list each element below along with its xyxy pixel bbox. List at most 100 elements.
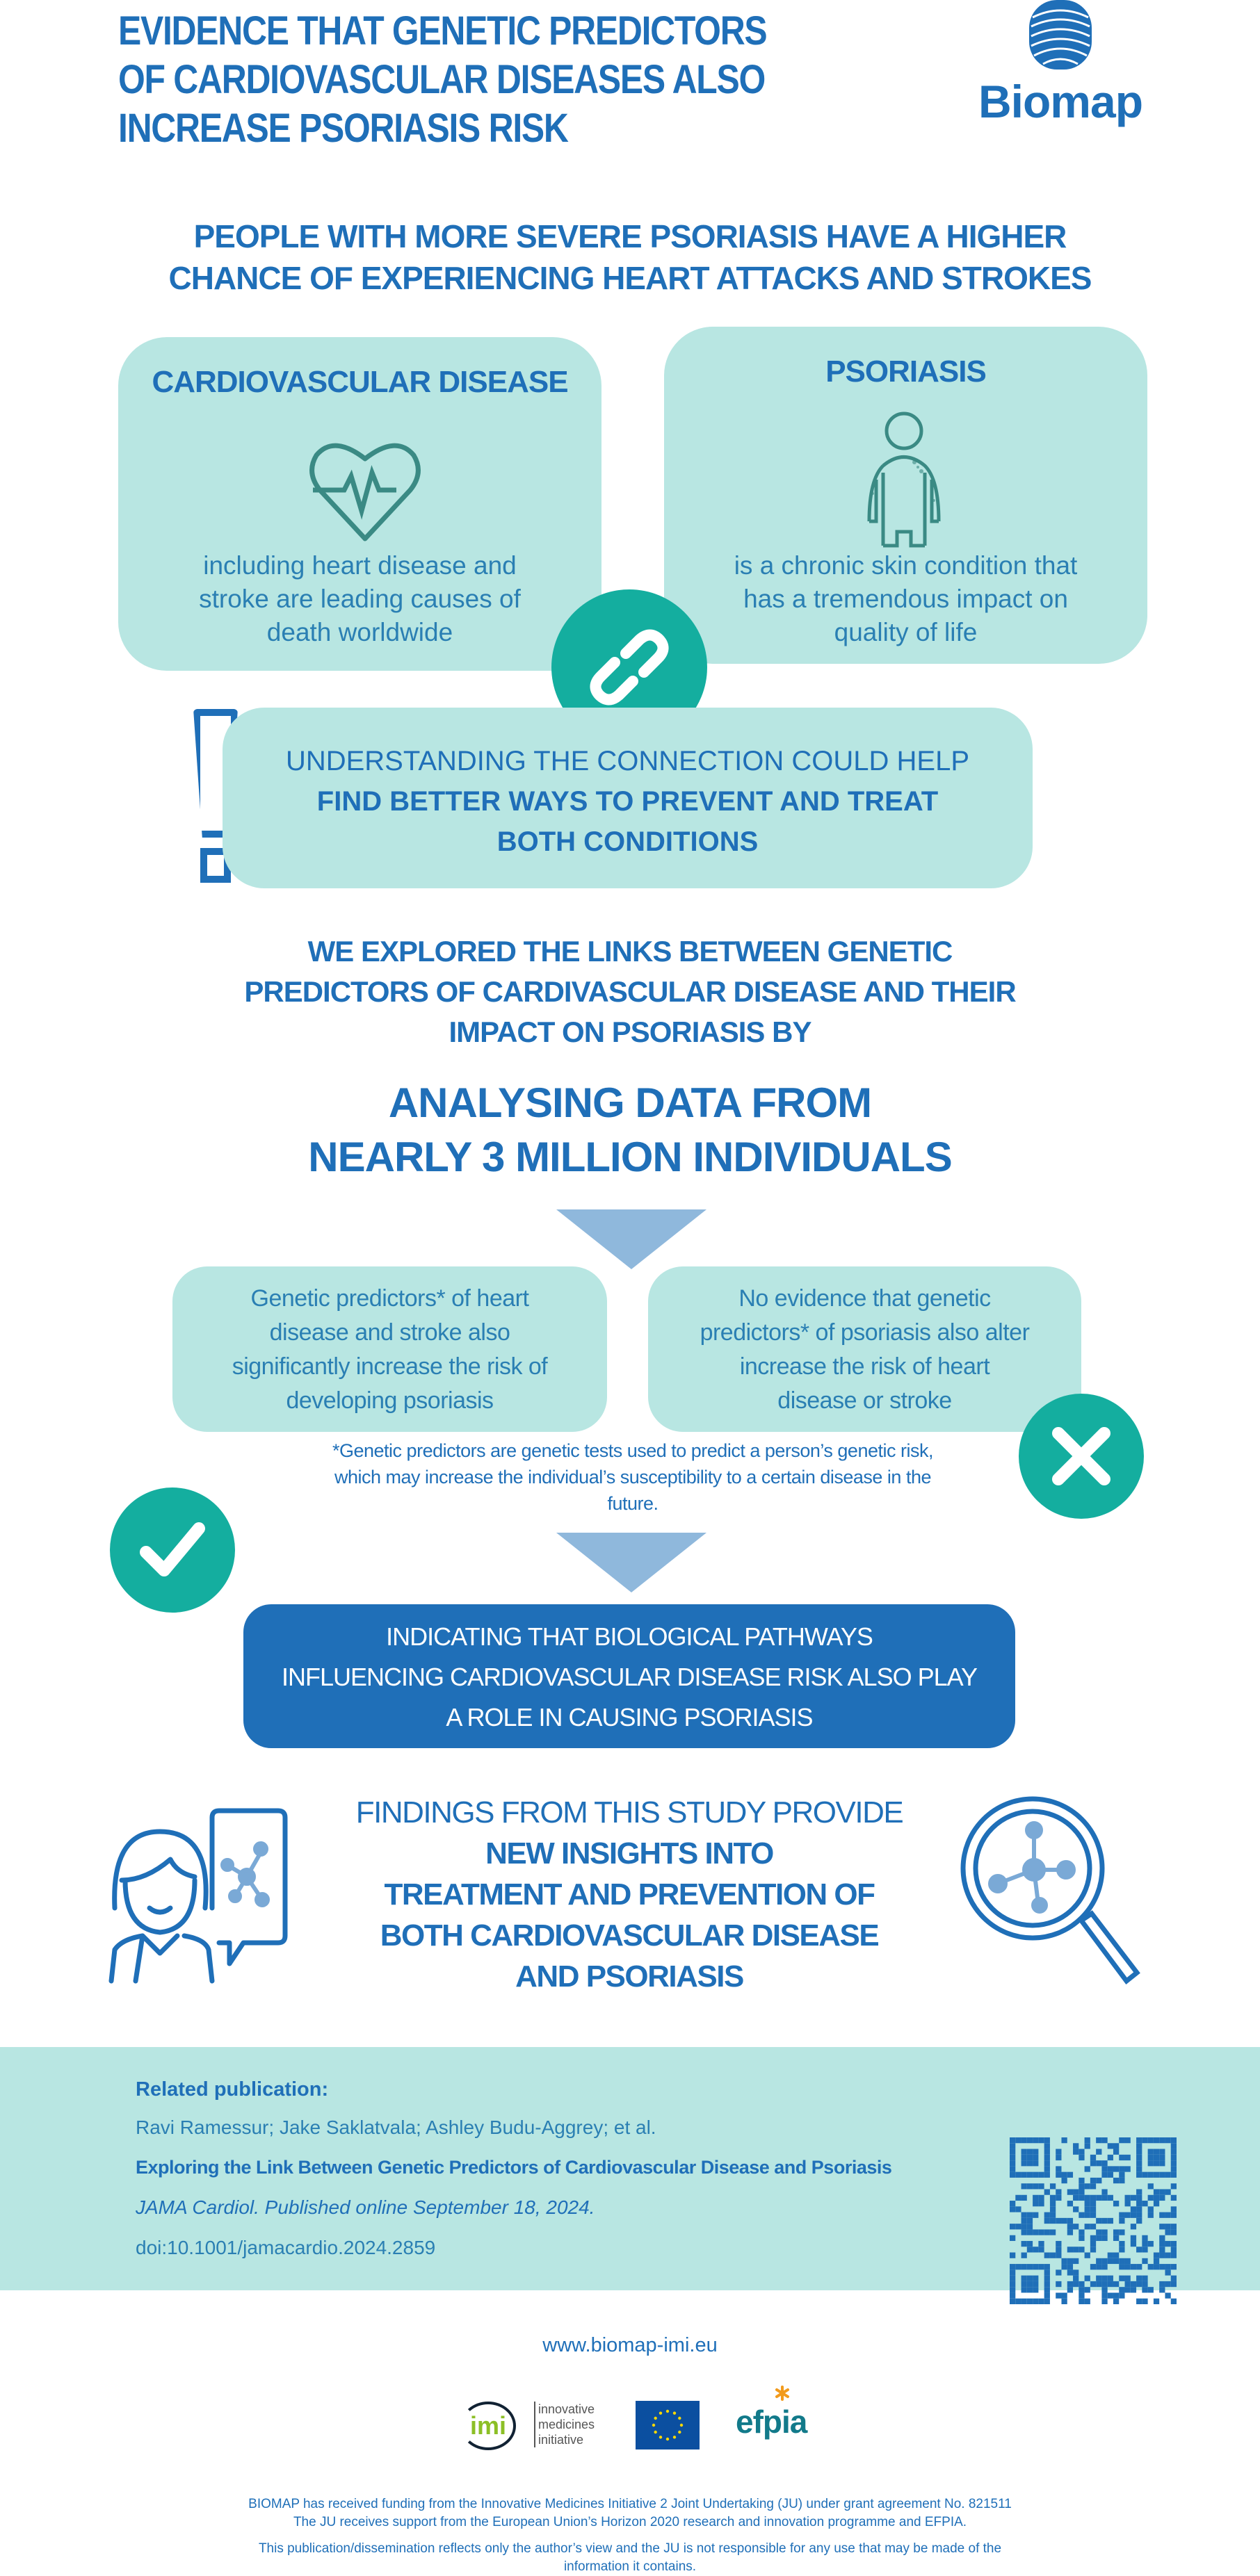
- qr-module: [1056, 2217, 1062, 2224]
- qr-module: [1021, 2275, 1027, 2281]
- qr-module: [1061, 2258, 1067, 2265]
- psoriasis-card: PSORIASIS is a chronic skin condition th…: [664, 327, 1147, 664]
- qr-module: [1124, 2137, 1131, 2144]
- qr-module: [1153, 2154, 1160, 2161]
- qr-module: [1170, 2137, 1177, 2144]
- qr-module: [1147, 2171, 1154, 2178]
- qr-module: [1124, 2154, 1131, 2161]
- qr-module: [1170, 2229, 1177, 2235]
- result-text: disease and stroke also: [269, 1319, 510, 1346]
- qr-module: [1038, 2240, 1044, 2247]
- qr-module: [1170, 2240, 1177, 2247]
- card-text: death worldwide: [266, 618, 453, 646]
- qr-module: [1147, 2160, 1154, 2167]
- researcher-icon: [108, 1808, 288, 1984]
- intro-line: CHANCE OF EXPERIENCING HEART ATTACKS AND…: [168, 260, 1092, 296]
- qr-module: [1090, 2240, 1097, 2247]
- qr-module: [1021, 2154, 1027, 2161]
- qr-module: [1079, 2194, 1085, 2201]
- qr-module: [1124, 2212, 1131, 2218]
- qr-module: [1170, 2154, 1177, 2161]
- eu-flag: [636, 2401, 700, 2449]
- qr-module: [1153, 2149, 1160, 2155]
- qr-module: [1113, 2201, 1120, 2207]
- qr-module: [1033, 2154, 1039, 2161]
- qr-module: [1084, 2224, 1090, 2230]
- qr-module: [1084, 2137, 1090, 2144]
- qr-module: [1159, 2171, 1165, 2178]
- person-skin-icon: [867, 411, 941, 548]
- qr-module: [1038, 2229, 1044, 2235]
- qr-module: [1101, 2229, 1108, 2235]
- qr-module: [1021, 2183, 1027, 2190]
- qr-module: [1142, 2287, 1148, 2293]
- qr-module: [1142, 2298, 1148, 2304]
- qr-module: [1170, 2160, 1177, 2167]
- qr-module: [1159, 2235, 1165, 2241]
- qr-code[interactable]: [1010, 2137, 1177, 2304]
- qr-module: [1090, 2177, 1097, 2184]
- qr-module: [1056, 2252, 1062, 2258]
- qr-module: [1073, 2224, 1079, 2230]
- qr-module: [1033, 2281, 1039, 2288]
- qr-module: [1010, 2252, 1016, 2258]
- qr-module: [1119, 2154, 1125, 2161]
- qr-module: [1038, 2137, 1044, 2144]
- card-title: CARDIOVASCULAR DISEASE: [152, 365, 568, 399]
- qr-module: [1073, 2206, 1079, 2212]
- qr-module: [1136, 2201, 1142, 2207]
- qr-module: [1101, 2137, 1108, 2144]
- qr-module: [1015, 2298, 1021, 2304]
- qr-module: [1170, 2224, 1177, 2230]
- qr-module: [1067, 2258, 1074, 2265]
- qr-module: [1142, 2247, 1148, 2253]
- qr-module: [1033, 2149, 1039, 2155]
- card-text: is a chronic skin condition that: [734, 551, 1078, 580]
- title-line: EVIDENCE THAT GENETIC PREDICTORS: [118, 8, 768, 54]
- qr-module: [1033, 2212, 1039, 2218]
- qr-module: [1142, 2240, 1148, 2247]
- qr-module: [1021, 2160, 1027, 2167]
- eu-star-icon: [665, 2437, 670, 2441]
- qr-module: [1067, 2171, 1074, 2178]
- qr-module: [1130, 2235, 1137, 2241]
- qr-module: [1119, 2247, 1125, 2253]
- eu-star-icon: [678, 2430, 681, 2434]
- qr-module: [1021, 2171, 1027, 2178]
- qr-module: [1084, 2287, 1090, 2293]
- qr-module: [1079, 2247, 1085, 2253]
- publication-doi[interactable]: doi:10.1001/jamacardio.2024.2859: [136, 2237, 436, 2258]
- qr-module: [1130, 2194, 1137, 2201]
- qr-module: [1170, 2264, 1177, 2270]
- qr-module: [1159, 2189, 1165, 2195]
- qr-module: [1113, 2298, 1120, 2304]
- qr-module: [1159, 2137, 1165, 2144]
- efpia-logo: efpia: [736, 2386, 807, 2440]
- qr-module: [1101, 2171, 1108, 2178]
- qr-module: [1021, 2217, 1027, 2224]
- funding-text: BIOMAP has received funding from the Inn…: [0, 2495, 1260, 2576]
- qr-module: [1015, 2137, 1021, 2144]
- qr-module: [1010, 2298, 1016, 2304]
- publication-title[interactable]: Exploring the Link Between Genetic Predi…: [136, 2157, 892, 2178]
- qr-module: [1084, 2206, 1090, 2212]
- qr-module: [1010, 2149, 1016, 2155]
- qr-module: [1113, 2235, 1120, 2241]
- qr-module: [1010, 2171, 1016, 2178]
- qr-module: [1056, 2281, 1062, 2288]
- qr-module: [1170, 2298, 1177, 2304]
- fingerprint-icon: [1029, 0, 1092, 70]
- qr-module: [1101, 2287, 1108, 2293]
- qr-module: [1101, 2292, 1108, 2299]
- qr-module: [1073, 2281, 1079, 2288]
- card-text: quality of life: [834, 618, 978, 646]
- qr-module: [1026, 2229, 1033, 2235]
- qr-module: [1130, 2212, 1137, 2218]
- footnote: *Genetic predictors are genetic tests us…: [264, 1437, 1001, 1517]
- qr-module: [1170, 2143, 1177, 2149]
- qr-module: [1021, 2281, 1027, 2288]
- qr-module: [1136, 2275, 1142, 2281]
- qr-module: [1044, 2149, 1050, 2155]
- website-link[interactable]: www.biomap-imi.eu: [542, 2334, 718, 2356]
- qr-module: [1147, 2240, 1154, 2247]
